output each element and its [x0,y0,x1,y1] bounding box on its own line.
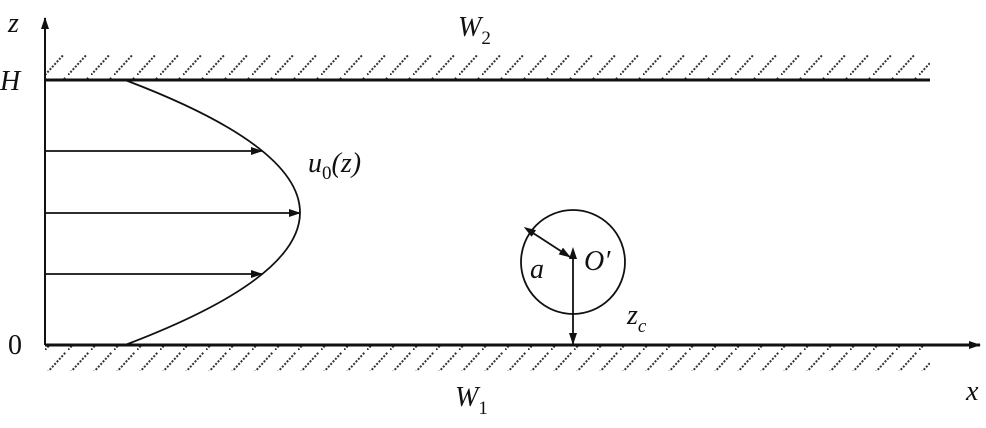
origin-label: 0 [8,330,22,361]
center-label: O′ [584,246,611,277]
bottom-wall-label: W1 [455,382,488,419]
bottom-wall-hatching [45,346,930,371]
top-wall-label: W2 [458,12,491,49]
radius-label: a [530,254,544,285]
top-wall-hatching [45,55,930,80]
radius-arrow [523,227,571,258]
z-axis-label: z [7,8,19,39]
velocity-label: u0(z) [308,148,361,184]
particle-height-label: zc [626,300,647,337]
height-H-label: H [0,66,22,97]
x-axis-label: x [965,376,979,407]
